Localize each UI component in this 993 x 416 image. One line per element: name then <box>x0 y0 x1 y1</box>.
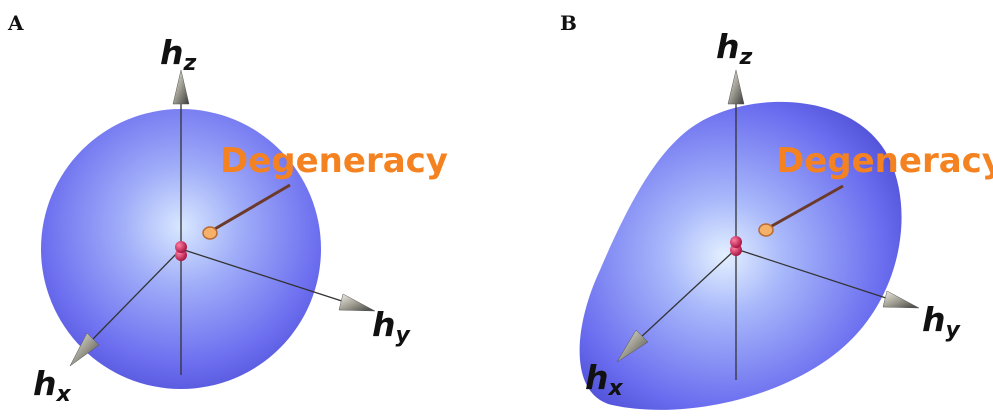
panel-a-hx-main: h <box>33 364 57 403</box>
panel-b-hz-sub: z <box>739 45 753 70</box>
panel-a: A hz hy <box>7 11 448 407</box>
panel-b-surface <box>579 101 902 410</box>
panel-b-degeneracy-label: Degeneracy <box>776 141 993 181</box>
panel-a-degenerate-point <box>175 241 187 261</box>
panel-b-letter: B <box>560 11 577 35</box>
panel-b: B hz hy <box>560 11 993 410</box>
panel-b-degenerate-point <box>730 236 742 256</box>
panel-a-hx-axis <box>69 248 182 367</box>
panel-a-hz-axis <box>172 69 190 375</box>
panel-b-degeneracy-arrow <box>758 184 844 237</box>
panel-a-hx-sub: x <box>56 382 72 407</box>
panel-a-hy-label: hy <box>372 305 412 348</box>
panel-a-degeneracy-arrow <box>202 183 291 240</box>
panel-b-hx-label: hx <box>585 358 624 401</box>
panel-a-hy-sub: y <box>396 323 412 348</box>
panel-b-hy-sub: y <box>946 318 962 343</box>
panel-a-hy-main: h <box>372 305 396 344</box>
panel-b-hy-label: hy <box>922 300 962 343</box>
panel-b-hz-label: hz <box>716 27 753 70</box>
panel-a-hx-label: hx <box>33 364 72 407</box>
panel-b-hy-axis <box>735 248 920 309</box>
panel-a-letter: A <box>7 11 24 35</box>
panel-a-hy-axis <box>180 248 376 312</box>
panel-b-hx-axis <box>616 248 737 363</box>
panel-b-hx-sub: x <box>608 376 624 401</box>
panel-a-hz-sub: z <box>183 51 197 76</box>
panel-b-hx-main: h <box>585 358 609 397</box>
panel-b-hy-main: h <box>922 300 946 339</box>
panel-a-degeneracy-label: Degeneracy <box>220 141 448 181</box>
panel-a-hz-main: h <box>160 33 184 72</box>
panel-a-hz-label: hz <box>160 33 197 76</box>
panel-b-hz-main: h <box>716 27 740 66</box>
